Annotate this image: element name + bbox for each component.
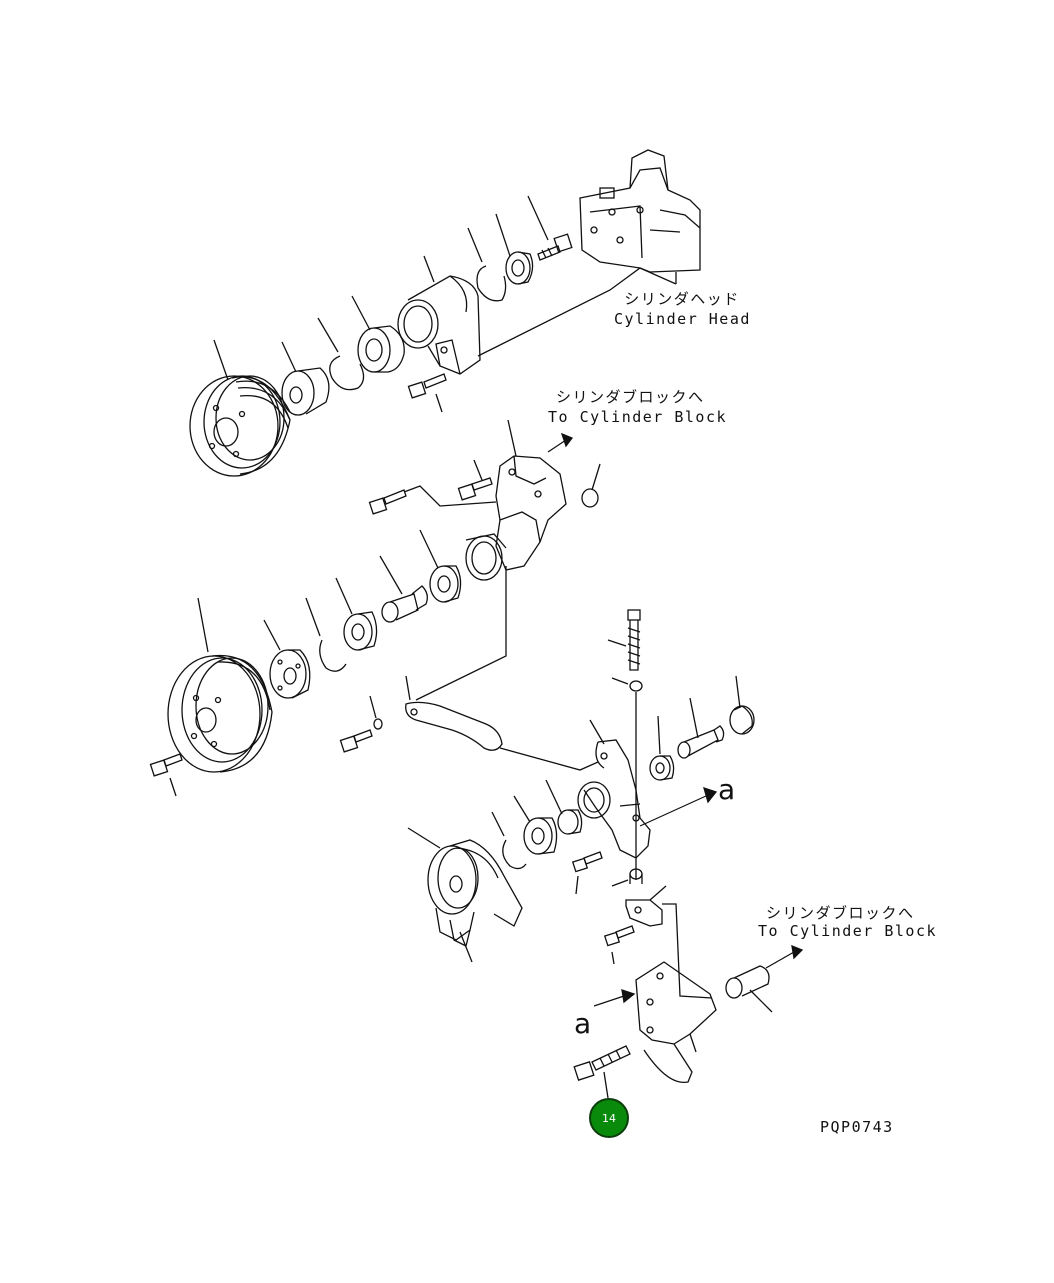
middle-plug [581,463,601,508]
top-snap-ring-2 [467,227,507,302]
top-hub [281,341,330,416]
lower-small-bolt [571,851,603,895]
top-bearing-housing [397,255,481,375]
leader-middle-arm [415,566,507,701]
large-bolt [573,1045,631,1099]
clip-bracket [625,885,667,927]
lower-spacer [611,868,643,887]
arrow-to-block-top [547,432,574,453]
to-block-bottom-label-jp: シリンダブロックへ [766,904,915,922]
leader-to-cylinder-head [477,267,677,357]
middle-fan-pulley [167,597,273,773]
top-bearing [351,295,405,373]
sleeve [725,965,773,1013]
arrow-a-left [593,989,636,1007]
drawing-id: PQP0743 [820,1118,894,1136]
arrow-to-block-bottom [765,944,804,969]
top-housing-bolt [407,373,447,413]
to-block-top-label-en: To Cylinder Block [548,408,728,426]
right-cap [729,675,755,735]
middle-bracket [465,419,567,581]
middle-nut [419,529,462,603]
part-callout-14[interactable]: 14 [589,1098,629,1138]
long-bolt [607,609,641,671]
lower-bearing-housing [513,779,583,855]
lower-snap-ring [491,811,527,870]
right-pin [677,697,725,759]
top-seal-washer [495,213,534,285]
tensioner-body [577,719,651,859]
lower-bracket-bolt [603,925,635,965]
top-bolt [527,195,573,261]
middle-shaft [379,555,428,623]
callout-number: 14 [602,1111,616,1125]
arm-washer-bolt [339,695,383,753]
to-block-bottom-label-en: To Cylinder Block [758,922,938,940]
top-snap-ring [317,317,365,391]
middle-bearing [335,577,378,651]
tension-arm [405,675,599,771]
arrow-a-right [639,786,718,827]
idler-pulley-assembly [407,827,523,963]
cylinder-head-label-en: Cylinder Head [614,310,751,328]
middle-snap-ring [305,597,347,672]
middle-pulley-bolt [149,753,183,797]
arrow-a-right-label: a [718,773,736,806]
to-block-top-label-jp: シリンダブロックへ [556,388,705,406]
cylinder-head-label-jp: シリンダヘッド [624,290,740,308]
top-fan-pulley [189,339,291,477]
leader-clip [662,903,713,999]
middle-hub [263,619,311,699]
right-nut [649,715,675,781]
middle-bolts-top [368,459,497,515]
washer-top [611,677,643,692]
mounting-bracket [635,961,717,1084]
cylinder-head-part [579,149,701,284]
arrow-a-left-label: a [574,1007,592,1040]
